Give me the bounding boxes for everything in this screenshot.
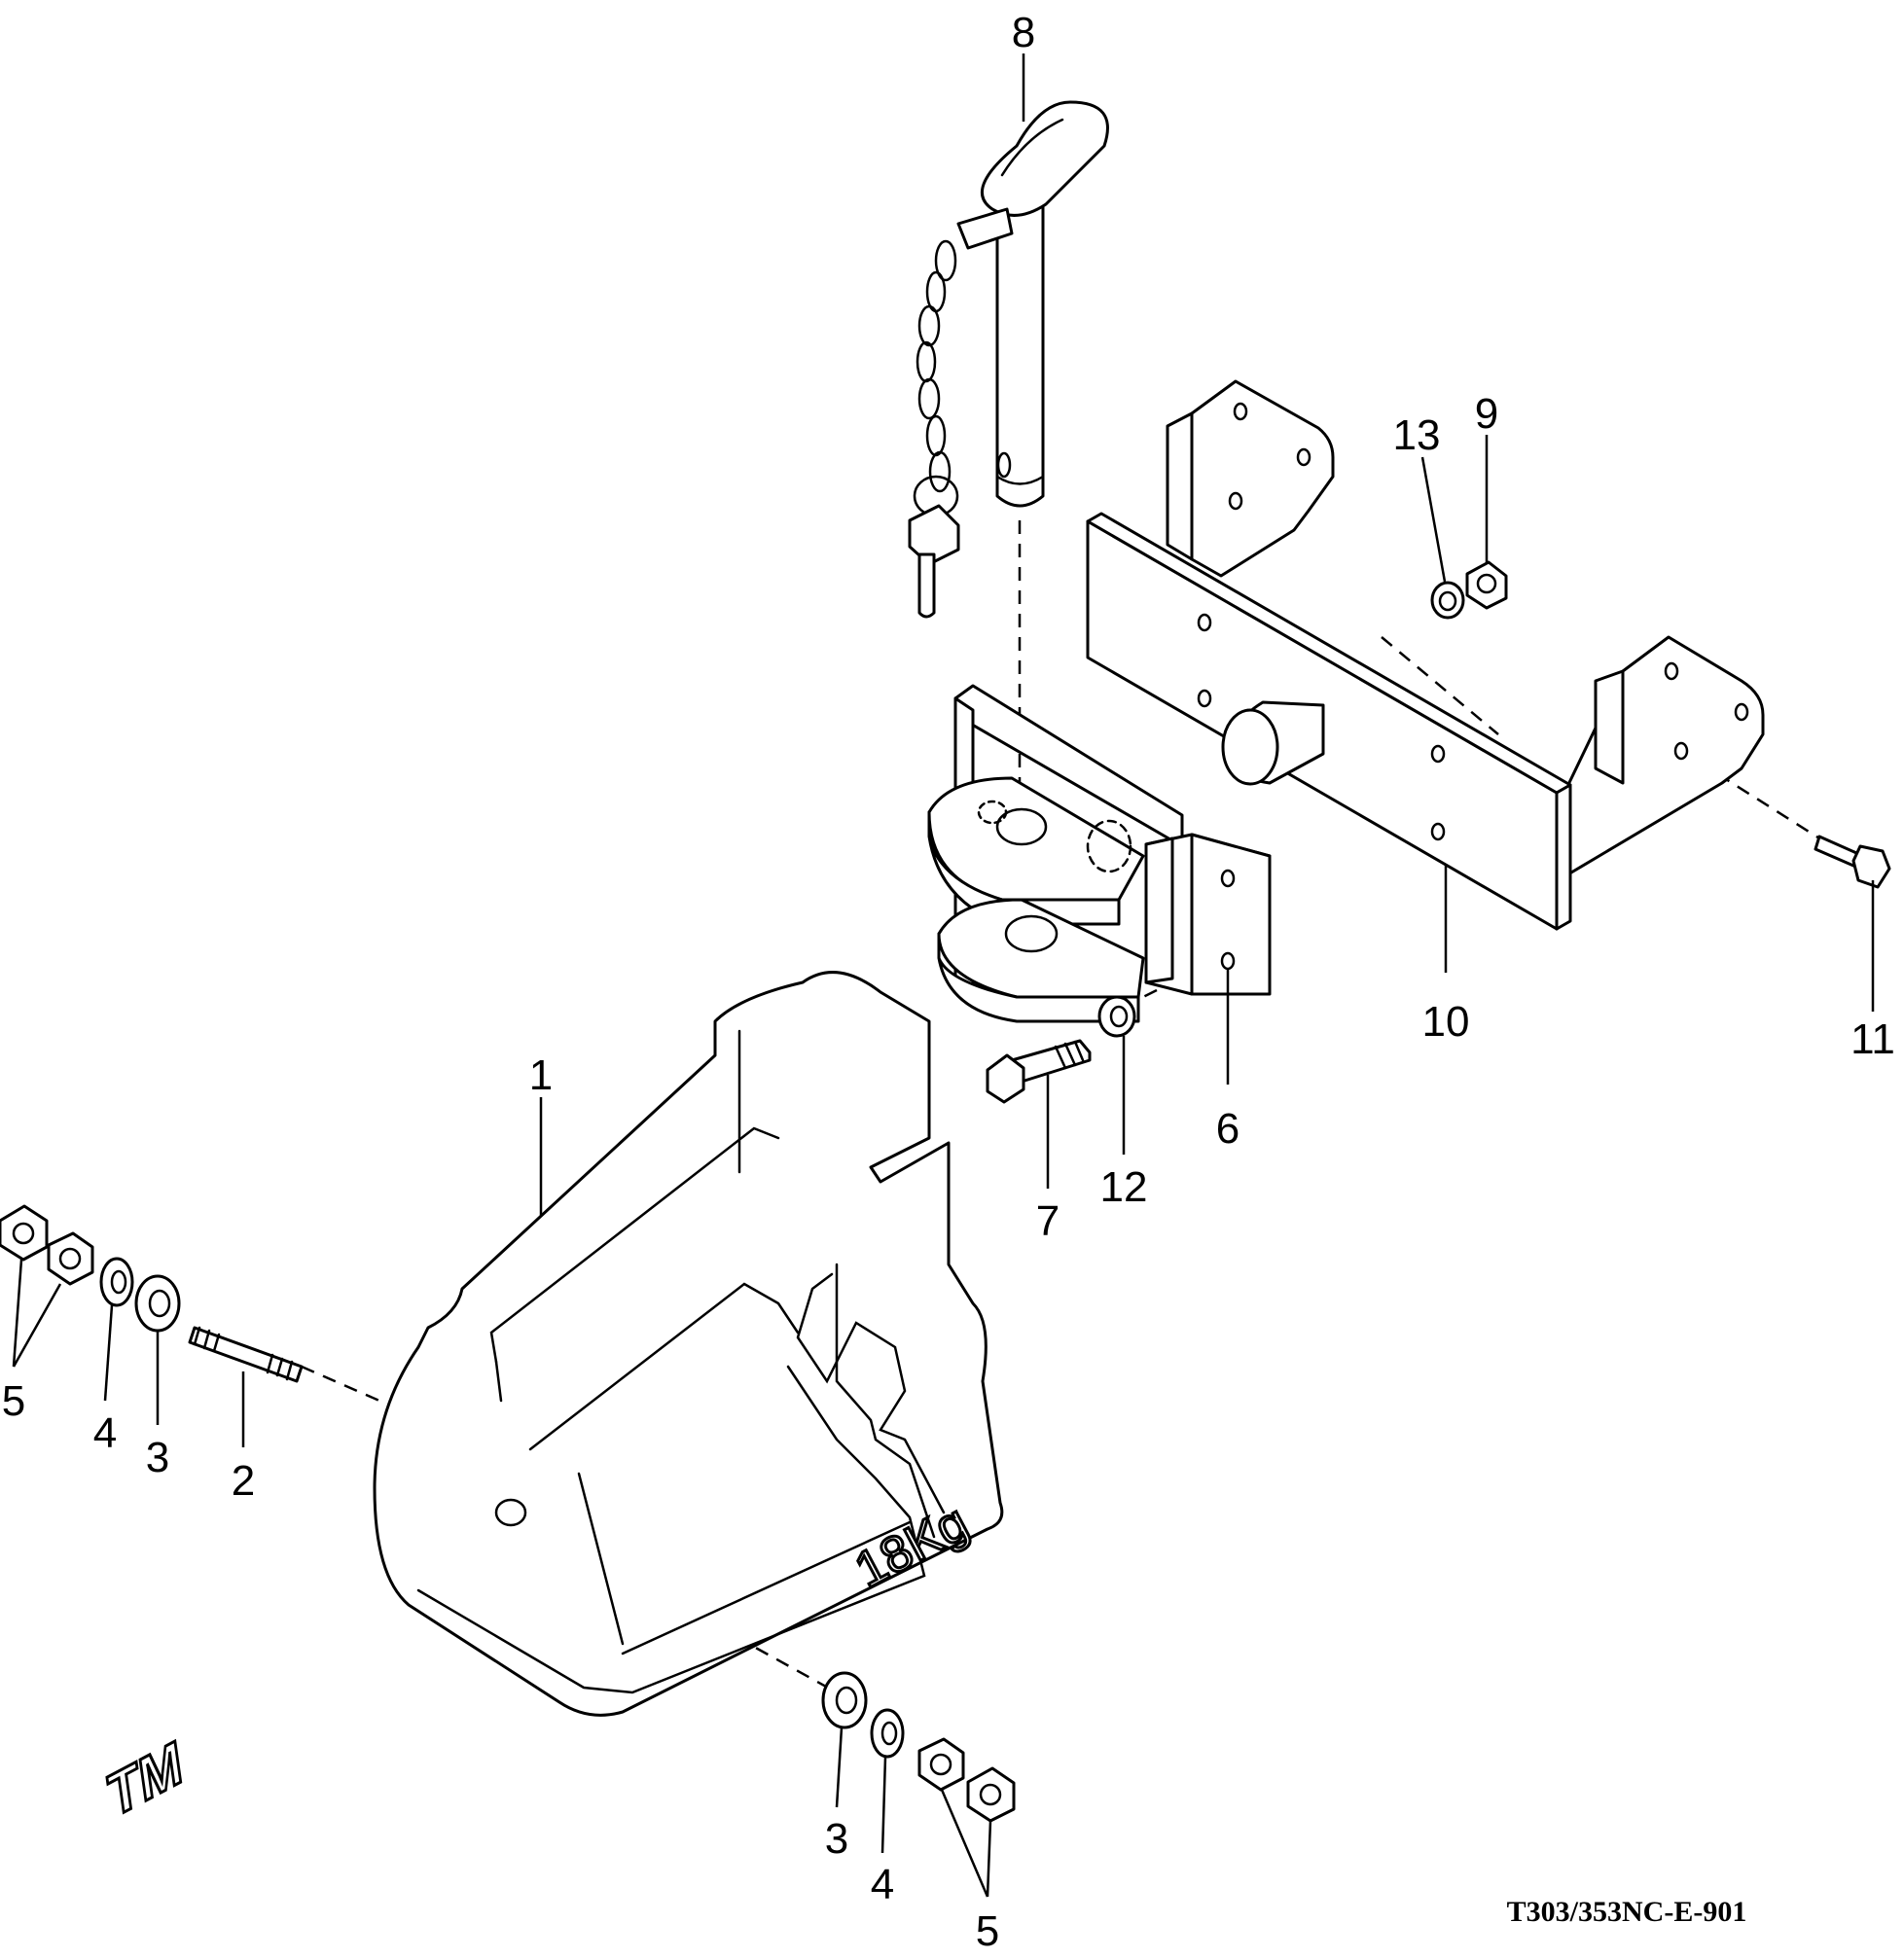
callout-6: 6 <box>1216 1105 1239 1153</box>
part-7-bolt[interactable] <box>986 1039 1092 1104</box>
part-12-washer[interactable] <box>1097 995 1136 1038</box>
chain <box>913 239 959 517</box>
callout-12: 12 <box>1100 1163 1148 1211</box>
callout-7: 7 <box>1036 1197 1060 1245</box>
callout-numbers: 8 9 13 10 11 6 12 7 1 2 3 4 5 3 4 5 <box>2 9 1895 1955</box>
drawing-code: T303/353NC-E-901 <box>1507 1896 1747 1928</box>
part-9-nut[interactable] <box>1465 560 1508 610</box>
part-13-spring-washer[interactable] <box>1430 581 1465 620</box>
callout-9: 9 <box>1475 390 1498 438</box>
callout-3-right: 3 <box>825 1815 848 1863</box>
callout-4-left: 4 <box>93 1409 117 1457</box>
callout-4-right: 4 <box>871 1861 894 1908</box>
callout-1: 1 <box>529 1051 553 1099</box>
leader-lines <box>12 53 1875 1898</box>
part-8-hitch-pin-with-chain[interactable] <box>908 100 1109 619</box>
part-10-mounting-bracket[interactable] <box>1086 379 1765 931</box>
callout-5-left: 5 <box>2 1377 25 1425</box>
callout-2: 2 <box>232 1457 255 1505</box>
callout-3-left: 3 <box>146 1434 169 1481</box>
left-fastener-set[interactable] <box>0 1204 181 1333</box>
right-fastener-set[interactable] <box>821 1671 1016 1823</box>
logo-marking: TM <box>105 1727 187 1832</box>
callout-8: 8 <box>1012 9 1035 56</box>
callout-13: 13 <box>1393 411 1441 459</box>
callout-10: 10 <box>1422 998 1470 1046</box>
part-11-bolt[interactable] <box>1814 835 1891 889</box>
part-2-threaded-stud[interactable] <box>188 1326 304 1383</box>
callout-11: 11 <box>1850 1015 1895 1063</box>
part-1-front-weight[interactable]: TM 18Kg <box>103 971 1004 1833</box>
callout-5-right: 5 <box>976 1907 999 1955</box>
part-6-clevis-hitch[interactable] <box>927 684 1272 1023</box>
